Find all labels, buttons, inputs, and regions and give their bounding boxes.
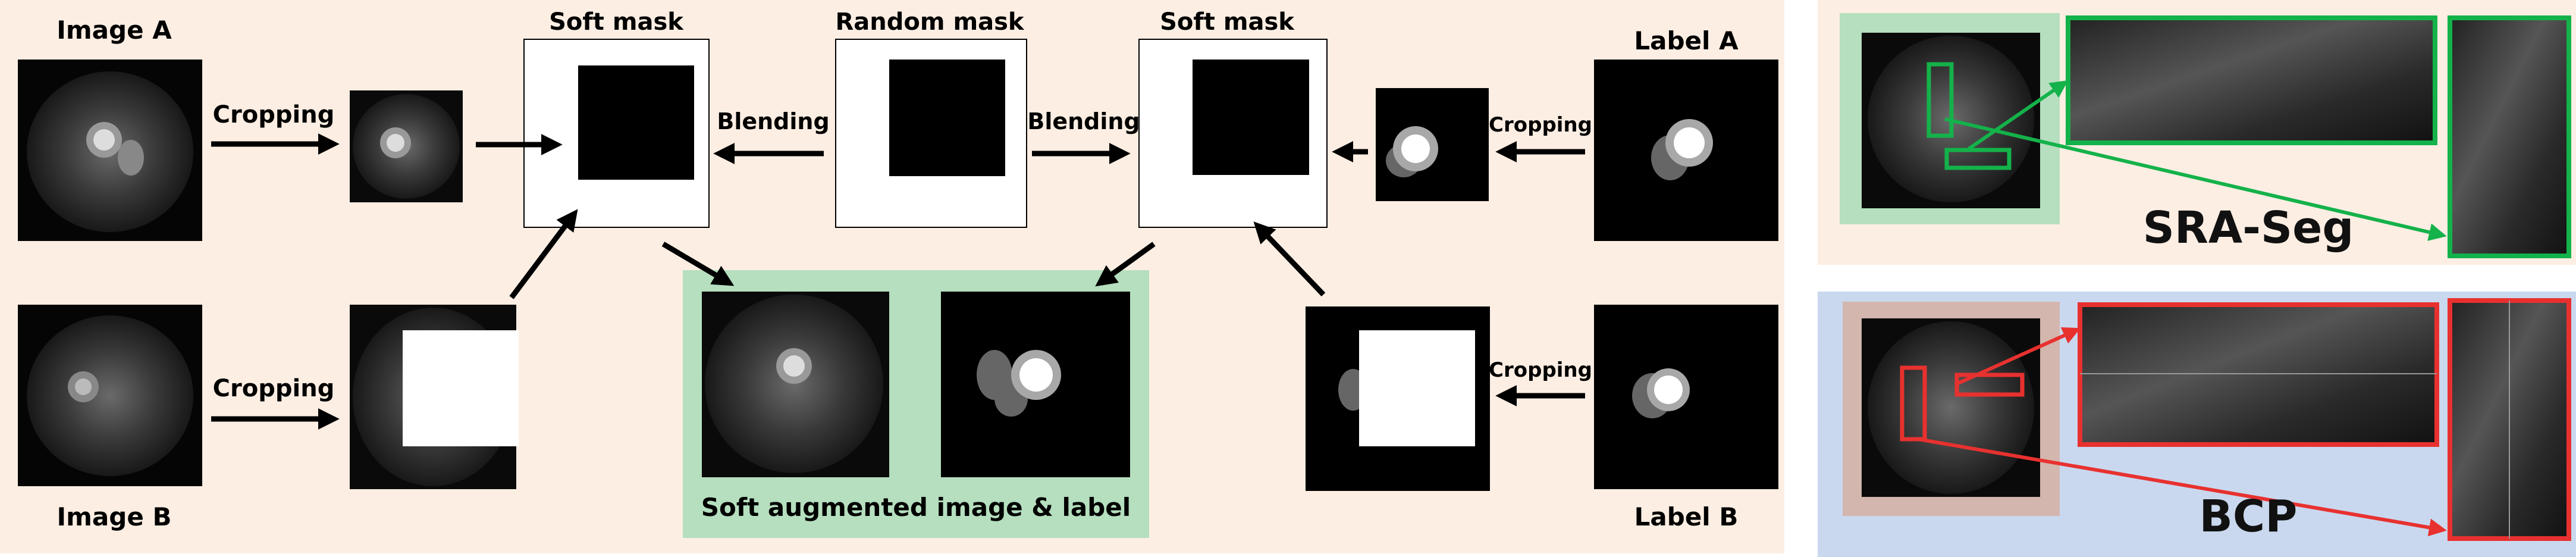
image-b-mri xyxy=(18,305,202,486)
random-mask xyxy=(835,39,1027,228)
bcp-comparison xyxy=(1843,298,2571,541)
sra-seg-title: SRA-Seg xyxy=(2142,202,2354,254)
cropping-label-d: Cropping xyxy=(1489,358,1592,382)
soft-mask-2 xyxy=(1138,39,1328,228)
arrow-crop-label-b-to-mask xyxy=(1253,221,1326,297)
cropped-label-b xyxy=(1306,306,1490,491)
label-b-label: Label B xyxy=(1634,502,1739,531)
cropped-label-a xyxy=(1376,88,1489,201)
blending-label-2: Blending xyxy=(1027,108,1140,134)
arrow-crop-b-to-mask xyxy=(509,209,578,299)
arrow-mask2-to-augmented xyxy=(1095,242,1156,287)
random-mask-label: Random mask xyxy=(835,8,1024,36)
cropping-label-c: Cropping xyxy=(1489,113,1592,137)
cropped-image-b xyxy=(350,305,519,489)
label-a-label: Label A xyxy=(1634,26,1739,55)
arrow-mask1-to-augmented xyxy=(661,242,735,286)
bcp-title: BCP xyxy=(2199,491,2298,542)
image-a-label: Image A xyxy=(57,15,172,45)
cropping-label-b: Cropping xyxy=(212,375,335,402)
sra-seg-comparison xyxy=(1840,13,2571,258)
image-b-label: Image B xyxy=(57,502,172,531)
soft-augmented-label-text: Soft augmented image & label xyxy=(701,493,1131,522)
label-a-segmentation xyxy=(1594,60,1778,241)
cropping-label-a: Cropping xyxy=(212,101,335,129)
soft-mask-2-label: Soft mask xyxy=(1160,8,1294,36)
soft-augmented-label xyxy=(941,292,1130,477)
soft-mask-1-label: Soft mask xyxy=(549,8,683,36)
cropped-image-a xyxy=(350,90,463,202)
soft-mask-1 xyxy=(523,39,710,228)
image-a-mri xyxy=(18,60,202,241)
soft-augmented-image xyxy=(702,292,889,477)
blending-label-1: Blending xyxy=(717,108,830,134)
label-b-segmentation xyxy=(1594,305,1778,489)
